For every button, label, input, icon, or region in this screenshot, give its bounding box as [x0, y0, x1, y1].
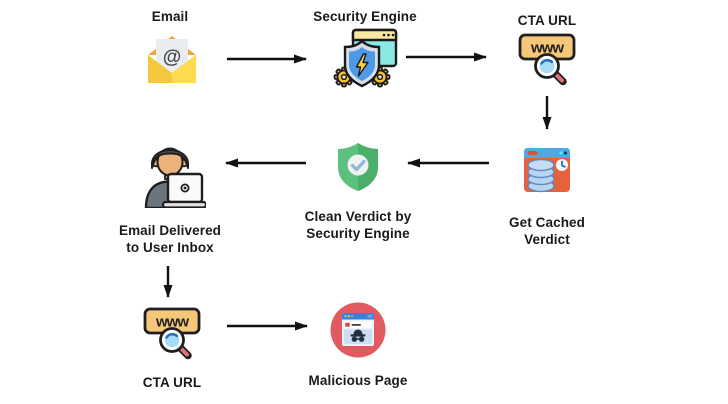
label-cta-url-bottom: CTA URL [142, 375, 202, 390]
www-glyph: www [530, 40, 564, 57]
label-security-engine: Security Engine [313, 9, 417, 24]
lightning-icon [355, 53, 369, 77]
label-email: Email [151, 9, 189, 24]
laptop-icon [161, 172, 206, 208]
label-get-cached-verdict: Get Cached Verdict [508, 215, 586, 248]
checkmark-icon [350, 159, 366, 172]
www-magnifier-icon: www [518, 33, 576, 86]
label-cta-url-top: CTA URL [517, 13, 577, 28]
at-glyph: @ [163, 47, 182, 68]
label-email-delivered: Email Delivered to User Inbox [118, 223, 222, 256]
green-shield-check-icon [338, 143, 378, 191]
www-glyph: www [155, 314, 189, 331]
www-magnifier-icon: www [143, 307, 201, 360]
user-laptop-icon [144, 147, 206, 208]
shield-browser-gears-icon [333, 28, 398, 88]
incognito-browser-icon [330, 302, 386, 358]
database-icon [527, 158, 555, 193]
spy-incognito-icon [350, 329, 366, 342]
label-clean-verdict: Clean Verdict by Security Engine [304, 209, 412, 242]
browser-database-clock-icon [524, 148, 570, 193]
gear-icon [333, 66, 355, 88]
label-malicious-page: Malicious Page [308, 373, 408, 388]
clock-icon [556, 159, 568, 171]
envelope-at-icon: @ [148, 36, 196, 83]
